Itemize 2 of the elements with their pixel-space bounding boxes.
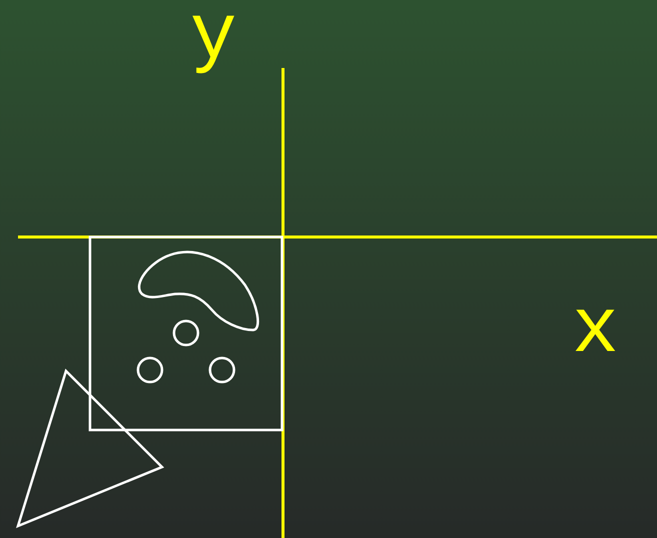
axis-label: x <box>572 292 619 370</box>
axis-label: y <box>190 0 237 76</box>
